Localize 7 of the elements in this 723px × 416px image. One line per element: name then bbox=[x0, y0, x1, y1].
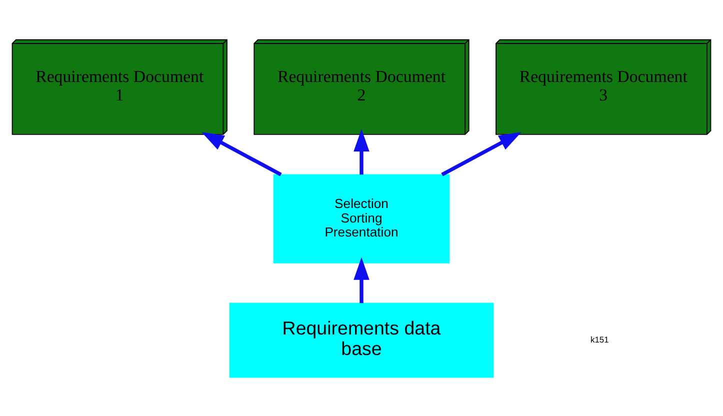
arrow bbox=[201, 131, 282, 176]
label: k151 bbox=[590, 334, 609, 344]
arrow bbox=[354, 256, 370, 303]
arrow bbox=[354, 128, 370, 174]
node-box: Selection Sorting Presentation bbox=[273, 174, 450, 263]
node-box: Requirements data base bbox=[229, 302, 494, 378]
arrow bbox=[441, 131, 522, 176]
